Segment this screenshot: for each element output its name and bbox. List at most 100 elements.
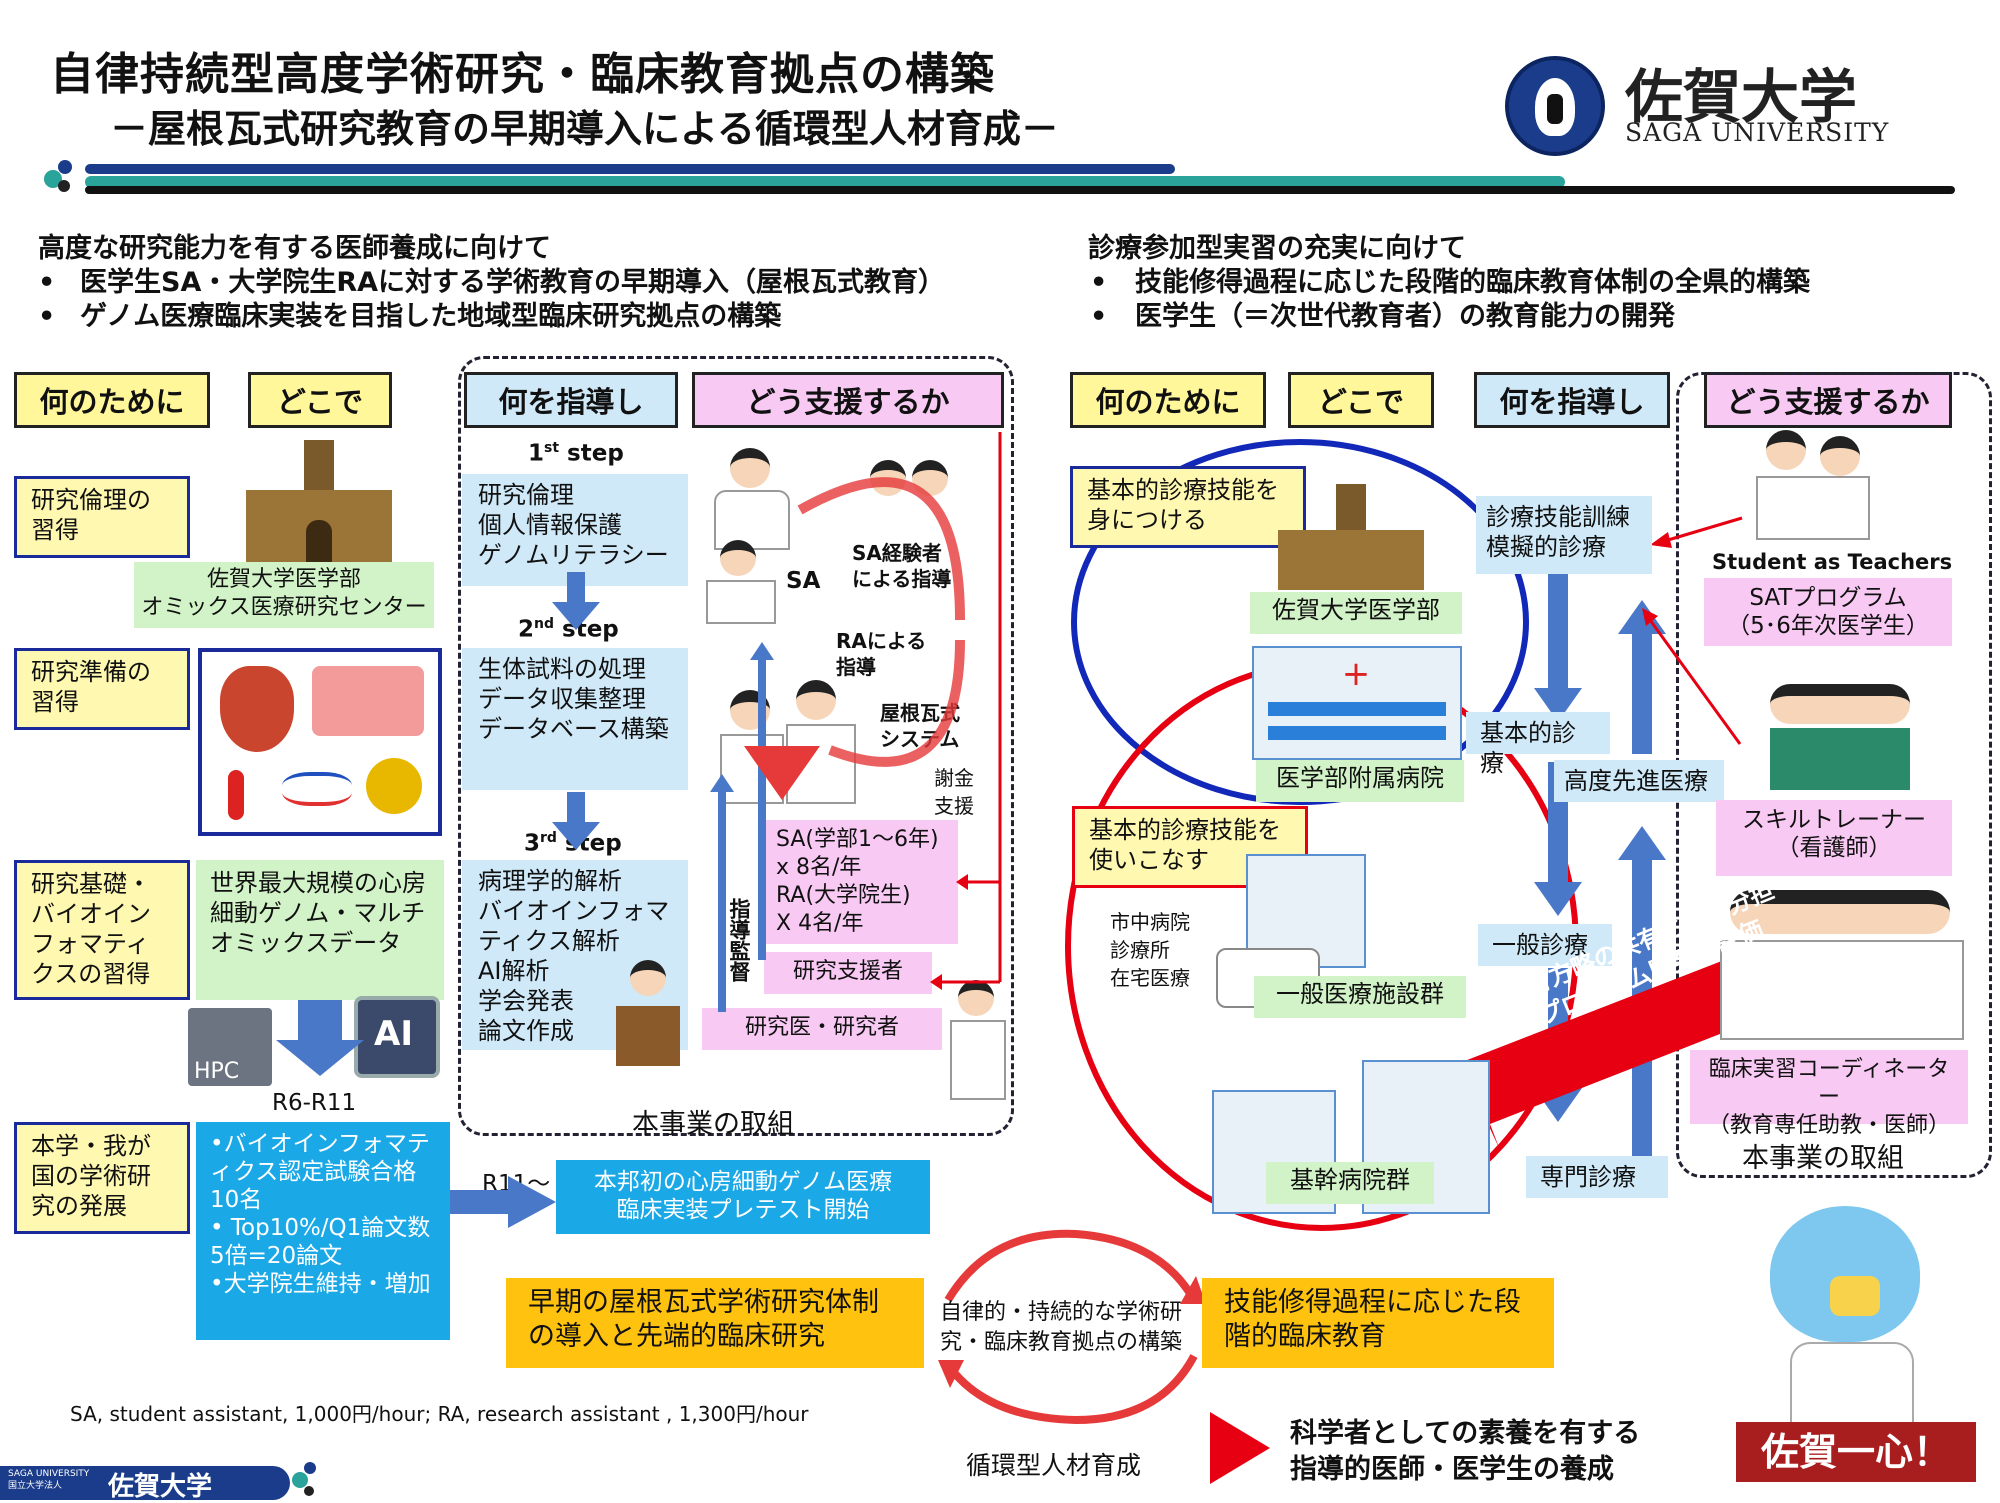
right-col-header-what: 何を指導し: [1474, 372, 1670, 428]
pretest-box: 本邦初の心房細動ゲノム医療 臨床実装プレテスト開始: [556, 1160, 930, 1234]
omics-center-label: 佐賀大学医学部 オミックス医療研究センター: [134, 562, 434, 628]
step-2-sup: nd: [534, 616, 555, 632]
early-research-system-box: 早期の屋根瓦式学術研究体制の導入と先端的臨床研究: [506, 1278, 924, 1368]
university-building-icon: [246, 440, 392, 562]
hpc-label: HPC: [194, 1059, 240, 1084]
sat-students-illustration: [1736, 430, 1876, 540]
skill-trainer-box: スキルトレーナー （看護師）: [1716, 800, 1952, 876]
footer-dot-navy: [304, 1462, 316, 1474]
right-goal-bullet-1: 技能修得過程に応じた段階的臨床教育体制の全県的構築: [1135, 267, 1810, 298]
university-seal-icon: [1505, 56, 1605, 156]
cycle-center-text: 自律的・持続的な学術研究・臨床教育拠点の構築: [939, 1300, 1182, 1355]
basic-care: 基本的診療: [1466, 712, 1610, 777]
coordinator-box: 臨床実習コーディネーター （教育専任助教・医師）: [1690, 1050, 1968, 1138]
left-goal-bullet-1: 医学生SA・大学院生RAに対する学術教育の早期導入（屋根瓦式教育）: [80, 267, 946, 298]
sa-ra-count-box: SA(学部1～6年) x 8名/年 RA(大学院生) X 4名/年: [764, 820, 958, 944]
stepwise-clinical-education-box: 技能修得過程に応じた段階的臨床教育: [1202, 1278, 1554, 1368]
left-goal-bullet-2: ゲノム医療臨床実装を目指した地域型臨床研究拠点の構築: [80, 301, 782, 332]
research-support-staff: 研究支援者: [764, 952, 932, 994]
header-dot-navy: [58, 160, 72, 174]
right-col-header-why: 何のために: [1070, 372, 1266, 428]
left-program-frame: [458, 356, 1014, 1136]
advanced-care: 高度先進医療: [1554, 760, 1724, 802]
page-title: 自律持続型高度学術研究・臨床教育拠点の構築: [50, 49, 995, 100]
ra-guidance: RAによる 指導: [836, 629, 927, 679]
sat-program-box: SATプログラム （5･6年次医学生）: [1704, 578, 1952, 646]
heart-cells-image: [198, 648, 442, 836]
left-goal-bullet-1-mark: •: [38, 267, 56, 298]
sa-label: SA: [786, 568, 821, 594]
lab-student-illustration: [700, 540, 780, 630]
logo-name-ja: 佐賀大学: [1625, 63, 1858, 131]
coordinators-illustration: [1710, 880, 1970, 1040]
hpc-server-icon: HPC: [188, 1008, 272, 1086]
step-1-label: 1st step: [528, 440, 624, 467]
footer-logo-bar: SAGA UNIVERSITY 国立大学法人 佐賀大学: [0, 1466, 290, 1502]
left-goal-bullet-2-mark: •: [38, 301, 56, 332]
mascot-sign: 佐賀一心！: [1736, 1422, 1976, 1482]
right-col-header-where: どこで: [1288, 372, 1434, 428]
university-hospital: 医学部附属病院: [1256, 760, 1464, 802]
header-bar-navy: [85, 164, 1175, 174]
step-1-sup: st: [544, 440, 560, 456]
doctor-clipboard-illustration: [946, 980, 1006, 1100]
basic-skill-acquire: 基本的診療技能を身につける: [1070, 466, 1306, 548]
logo-name-en: SAGA UNIVERSITY: [1625, 118, 1890, 147]
purpose-research-prep: 研究準備の習得: [14, 648, 190, 730]
footnote: SA, student assistant, 1,000円/hour; RA, …: [70, 1402, 809, 1426]
supervision-label: 指導監督: [727, 898, 751, 982]
step-2-content: 生体試料の処理 データ収集整理 データベース構築: [462, 648, 688, 790]
header-dot-dark: [58, 180, 70, 192]
left-goals-heading: 高度な研究能力を有する医師養成に向けて: [38, 233, 551, 264]
right-goal-bullet-1-mark: •: [1090, 267, 1108, 298]
step-2-number: 2: [518, 616, 535, 643]
cycle-label: 循環型人材育成: [966, 1451, 1142, 1480]
honorarium-support: 謝金 支援: [934, 766, 974, 818]
period-r6-r11: R6-R11: [272, 1090, 357, 1116]
footer-logo-name: 佐賀大学: [108, 1472, 213, 1502]
nurses-illustration: [1770, 664, 1910, 794]
left-col-header-what: 何を指導し: [464, 372, 678, 428]
right-university-building-icon: [1278, 484, 1424, 590]
header-bar-black: [85, 186, 1955, 194]
purpose-research-ethics: 研究倫理の習得: [14, 476, 190, 558]
header-bar-teal: [85, 176, 1565, 188]
clinical-skills-training: 診療技能訓練 模擬的診療: [1476, 496, 1652, 574]
left-frame-label: 本事業の取組: [632, 1109, 794, 1140]
step-3-content: 病理学的解析 バイオインフォマティクス解析 AI解析 学会発表 論文作成: [462, 860, 688, 1050]
presenter-illustration: [600, 960, 696, 1070]
saga-medical-faculty: 佐賀大学医学部: [1250, 592, 1462, 634]
kpi-box: •バイオインフォマティクス認定試験合格10名 • Top10%/Q1論文数5倍=…: [196, 1122, 450, 1340]
core-hospitals: 基幹病院群: [1266, 1162, 1434, 1204]
mascot-illustration: [1700, 1206, 1970, 1450]
left-col-header-how: どう支援するか: [692, 372, 1004, 428]
step-2-label: 2nd step: [518, 616, 619, 643]
right-goals-heading: 診療参加型実習の充実に向けて: [1088, 233, 1466, 264]
footer-dot-teal: [292, 1472, 308, 1488]
purpose-academic-development: 本学・我が国の学術研究の発展: [14, 1122, 190, 1234]
footer-logo-small: SAGA UNIVERSITY 国立大学法人: [8, 1469, 90, 1491]
researchers-box: 研究医・研究者: [702, 1008, 942, 1050]
left-col-header-where: どこで: [248, 372, 392, 428]
step-3-sup: rd: [540, 830, 557, 846]
footer-dot-dark: [304, 1486, 314, 1496]
right-frame-label: 本事業の取組: [1742, 1143, 1904, 1174]
step-1-number: 1: [528, 440, 545, 467]
ai-label: AI: [374, 1014, 413, 1054]
general-care: 一般診療: [1478, 924, 1612, 966]
specialist-care: 専門診療: [1526, 1156, 1668, 1198]
hospital-icon: +: [1252, 646, 1462, 760]
genome-data-box: 世界最大規模の心房細動ゲノム・マルチオミックスデータ: [196, 860, 444, 1000]
ai-chip-icon: AI: [354, 996, 440, 1078]
right-goal-bullet-2-mark: •: [1090, 301, 1108, 332]
left-col-header-why: 何のために: [14, 372, 210, 428]
right-goal-bullet-2: 医学生（＝次世代教育者）の教育能力の開発: [1135, 301, 1675, 332]
step-1-content: 研究倫理 個人情報保護 ゲノムリテラシー: [462, 474, 688, 586]
page-subtitle: －屋根瓦式研究教育の早期導入による循環型人材育成－: [110, 107, 1059, 151]
step-3-label: 3rd step: [524, 830, 622, 857]
step-3-number: 3: [524, 830, 541, 857]
purpose-bioinformatics: 研究基礎・バイオインフォマティクスの習得: [14, 860, 190, 1000]
step-1-word: step: [559, 440, 624, 467]
goal-statement: 科学者としての素養を有する 指導的医師・医学生の養成: [1290, 1418, 1641, 1485]
